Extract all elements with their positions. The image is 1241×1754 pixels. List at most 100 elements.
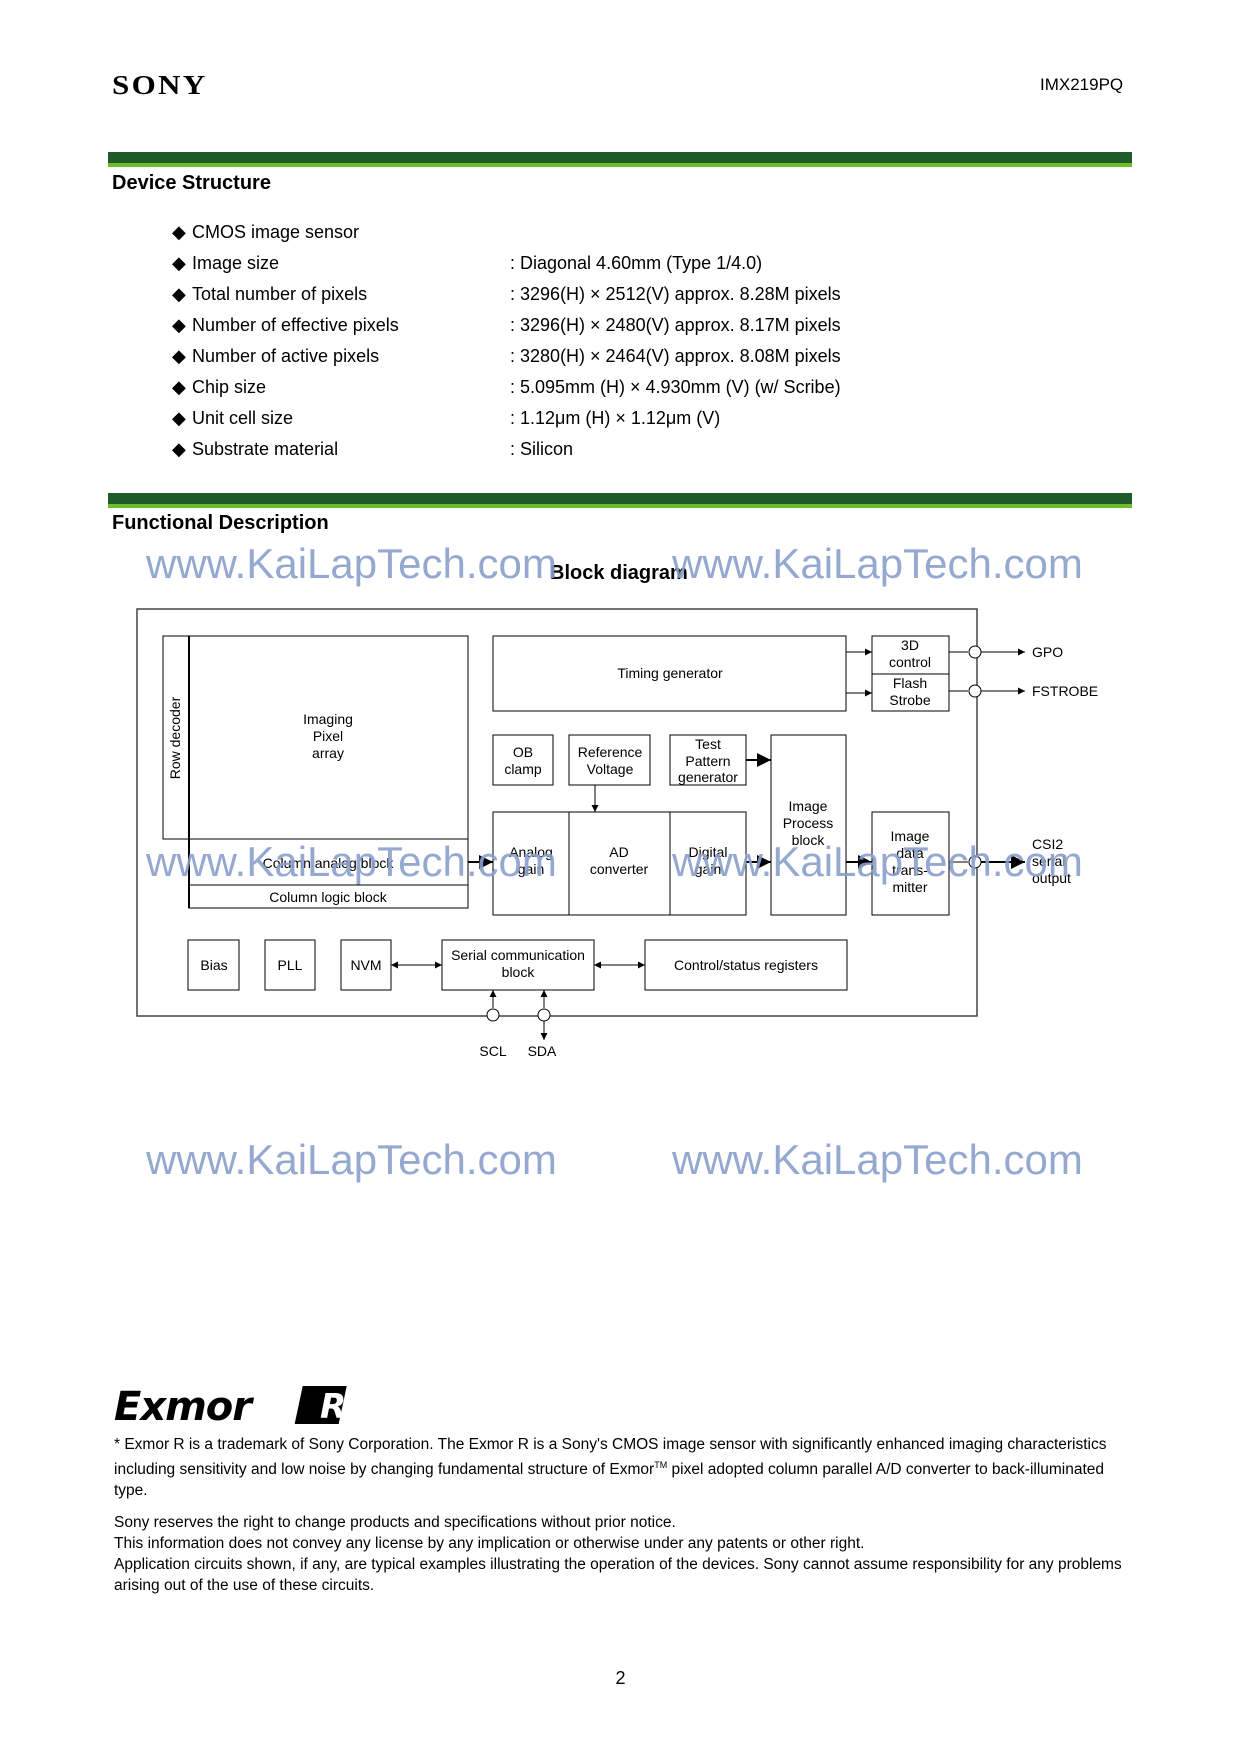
watermark: www.KaiLapTech.com <box>672 1136 1083 1183</box>
spec-row: ◆ Unit cell size : 1.12μm (H) × 1.12μm (V) <box>172 408 1072 438</box>
diamond-bullet-icon: ◆ <box>172 346 186 366</box>
spec-label: Number of effective pixels <box>192 315 399 335</box>
svg-text:Image: Image <box>789 798 828 814</box>
svg-text:Control/status registers: Control/status registers <box>674 957 818 973</box>
svg-text:generator: generator <box>678 769 738 785</box>
svg-text:Voltage: Voltage <box>587 761 634 777</box>
watermark: www.KaiLapTech.com <box>146 540 557 587</box>
svg-text:Strobe: Strobe <box>889 692 930 708</box>
svg-text:block: block <box>792 832 826 848</box>
svg-text:Pattern: Pattern <box>685 753 730 769</box>
spec-value: : 5.095mm (H) × 4.930mm (V) (w/ Scribe) <box>510 377 841 397</box>
csi2-label: CSI2 <box>1032 836 1063 852</box>
diamond-bullet-icon: ◆ <box>172 439 186 459</box>
spec-row: ◆ Substrate material : Silicon <box>172 439 1072 469</box>
svg-text:clamp: clamp <box>504 761 542 777</box>
scl-label: SCL <box>479 1043 506 1059</box>
timing-generator-label: Timing generator <box>617 665 723 681</box>
watermark: www.KaiLapTech.com <box>672 838 1083 885</box>
column-logic-label: Column logic block <box>269 889 387 905</box>
bias-block <box>187 939 240 991</box>
svg-text:trans-: trans- <box>892 862 928 878</box>
svg-text:control: control <box>889 654 931 670</box>
svg-text:Image: Image <box>891 828 930 844</box>
watermark: www.KaiLapTech.com <box>146 1136 557 1183</box>
block-diagram-title: Block diagram <box>550 562 688 584</box>
control-status-registers-block <box>644 939 848 991</box>
spec-value: : 3280(H) × 2464(V) approx. 8.08M pixels <box>510 346 841 366</box>
svg-text:Serial communication: Serial communication <box>451 947 585 963</box>
svg-text:Test: Test <box>695 736 721 752</box>
spec-label: Unit cell size <box>192 408 294 428</box>
svg-text:PLL: PLL <box>278 957 303 973</box>
spec-row: ◆ CMOS image sensor <box>172 222 1072 252</box>
spec-label: Image size <box>192 253 280 273</box>
gpo-label: GPO <box>1032 644 1063 660</box>
spec-label: Chip size <box>192 377 267 397</box>
diagram-frame <box>136 608 978 1017</box>
svg-text:data: data <box>896 845 923 861</box>
svg-text:mitter: mitter <box>893 879 928 895</box>
svg-text:converter: converter <box>590 861 649 877</box>
spec-value: : Diagonal 4.60mm (Type 1/4.0) <box>510 253 763 273</box>
svg-text:gain: gain <box>695 861 721 877</box>
imaging-label-3: array <box>312 745 344 761</box>
svg-text:Bias: Bias <box>200 957 227 973</box>
svg-text:gain: gain <box>518 861 544 877</box>
svg-text:serial: serial <box>1032 853 1065 869</box>
svg-text:output: output <box>1032 870 1071 886</box>
svg-text:AD: AD <box>609 844 628 860</box>
spec-row: ◆ Number of effective pixels : 3296(H) × 2… <box>172 315 1072 345</box>
section-divider <box>108 493 1132 508</box>
diamond-bullet-icon: ◆ <box>172 408 186 428</box>
fstrobe-label: FSTROBE <box>1032 683 1098 699</box>
spec-label: Total number of pixels <box>192 284 368 304</box>
sda-label: SDA <box>528 1043 557 1059</box>
imaging-label-2: Pixel <box>313 728 343 744</box>
device-structure-title: Device Structure <box>112 172 271 194</box>
svg-text:Exmor: Exmor <box>114 1384 254 1430</box>
diamond-bullet-icon: ◆ <box>172 253 186 273</box>
watermark: www.KaiLapTech.com <box>672 540 1083 587</box>
spec-row: ◆Number of active pixels: 3280(H) × 2464… <box>172 346 1072 376</box>
spec-label: Substrate material <box>192 439 339 459</box>
timing-generator-block <box>492 635 847 712</box>
part-number: IMX219PQ <box>1040 75 1124 94</box>
svg-text:Process: Process <box>783 815 834 831</box>
diamond-bullet-icon: ◆ <box>172 284 186 304</box>
watermark: www.KaiLapTech.com <box>146 838 557 885</box>
image-data-transmitter-block <box>871 811 950 916</box>
section-divider <box>108 152 1132 167</box>
spec-label: CMOS image sensor <box>192 222 360 242</box>
image-process-block <box>770 734 847 916</box>
spec-value: : 3296(H) × 2480(V) approx. 8.17M pixels <box>510 315 841 335</box>
svg-text:Flash: Flash <box>893 675 927 691</box>
reference-voltage-block <box>568 734 651 786</box>
sony-logo: SONY <box>112 70 208 100</box>
svg-text:R: R <box>320 1387 346 1427</box>
exmor-footnote: * Exmor R is a trademark of Sony Corpora… <box>114 1436 1107 1500</box>
spec-value: : Silicon <box>510 439 574 459</box>
spec-value: : 1.12μm (H) × 1.12μm (V) <box>510 408 721 428</box>
pll-block <box>264 939 316 991</box>
spec-value: : 3296(H) × 2512(V) approx. 8.28M pixels <box>510 284 841 304</box>
spec-row: ◆ Total number of pixels : 3296(H) × 2512(… <box>172 284 1072 314</box>
svg-text:NVM: NVM <box>350 957 381 973</box>
disclaimer-line: This information does not convey any lic… <box>114 1535 865 1552</box>
functional-description-title: Functional Description <box>112 512 329 534</box>
spec-row: ◆ Image size : Diagonal 4.60mm (Type 1/4.0… <box>172 253 1072 283</box>
svg-text:Reference: Reference <box>578 744 643 760</box>
svg-text:OB: OB <box>513 744 533 760</box>
ob-clamp-block <box>492 734 554 786</box>
column-logic-block <box>188 884 469 909</box>
row-decoder-label: Row decoder <box>167 696 183 779</box>
exmor-r-logo: Exmor R <box>114 1384 347 1430</box>
diamond-bullet-icon: ◆ <box>172 222 186 242</box>
svg-text:3D: 3D <box>901 637 919 653</box>
column-analog-label: Column analog block <box>263 855 395 871</box>
svg-text:Analog: Analog <box>509 844 553 860</box>
diamond-bullet-icon: ◆ <box>172 315 186 335</box>
disclaimer-line: Application circuits shown, if any, are … <box>114 1556 1122 1594</box>
page-number: 2 <box>615 1668 626 1688</box>
